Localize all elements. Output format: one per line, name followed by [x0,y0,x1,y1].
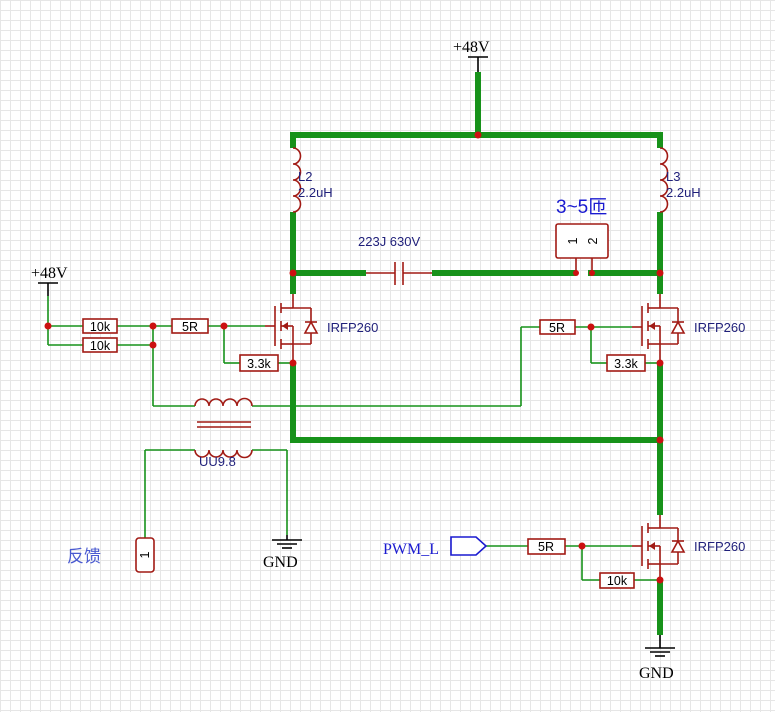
resistor-5r-left-label: 5R [182,320,198,334]
signal-wires [47,296,660,581]
gnd-bottom-symbol: GND [639,635,675,682]
resistor-3k3-right-label: 3.3k [614,357,638,371]
turns-pin-2: 2 [586,237,600,244]
resistor-5r-bottom: 5R [527,538,566,555]
turns-label: 3~5匝 [556,197,607,218]
mosfet-bottom: IRFP260 [632,515,745,578]
junction-dot [474,131,482,139]
inductor-l3: L3 2.2uH [659,147,701,213]
inductor-l3-value: 2.2uH [666,185,701,200]
junction-dot [289,359,297,367]
inductor-l2-ref: L2 [298,169,312,184]
capacitor: 223J 630V [358,234,432,285]
pwm-label: PWM_L [383,541,439,558]
junction-dot [589,270,595,276]
feedback-connector: 反馈 1 [67,537,155,573]
resistor-5r-right-label: 5R [549,321,565,335]
vcc-left-symbol: +48V [31,265,68,296]
junction-dot [587,323,595,331]
resistor-5r-bottom-label: 5R [538,540,554,554]
pwm-port: PWM_L [383,536,488,558]
inductor-l2-value: 2.2uH [298,185,333,200]
inductor-l3-ref: L3 [666,169,680,184]
junction-dot [573,270,579,276]
resistor-3k3-right: 3.3k [606,354,646,372]
transformer: UU9.8 [194,397,253,469]
mosfet-bottom-label: IRFP260 [694,539,745,554]
resistor-10k-a-label: 10k [90,320,111,334]
gnd-bottom-label: GND [639,665,674,682]
gnd-mid-symbol: GND [263,535,302,571]
feedback-pin: 1 [138,551,152,558]
junction-dot [149,341,157,349]
junction-dot [289,269,297,277]
junction-dot [149,322,157,330]
resistor-10k-b-label: 10k [90,339,111,353]
mosfet-left-label: IRFP260 [327,320,378,335]
resistor-10k-bottom: 10k [599,572,635,589]
inductor-l2: L2 2.2uH [292,147,333,213]
turns-connector: 3~5匝 1 2 [555,197,609,273]
junction-dot [220,322,228,330]
junction-dot [656,269,664,277]
gnd-mid-label: GND [263,554,298,571]
mosfet-right-label: IRFP260 [694,320,745,335]
junction-dot [656,359,664,367]
junction-dot [656,576,664,584]
junction-dot [578,542,586,550]
resistor-5r-right: 5R [539,319,576,335]
capacitor-label: 223J 630V [358,234,420,249]
junction-dots [44,131,664,584]
turns-pin-1: 1 [566,237,580,244]
resistor-10k-b: 10k [82,337,118,353]
transformer-label: UU9.8 [199,454,236,469]
mosfet-right: IRFP260 [632,294,745,362]
junction-dot [656,436,664,444]
vcc-top-label: +48V [453,39,490,56]
vcc-top-symbol: +48V [453,39,490,72]
vcc-left-label: +48V [31,265,68,282]
resistor-3k3-left-label: 3.3k [247,357,271,371]
resistor-10k-a: 10k [82,318,118,334]
junction-dot [44,322,52,330]
feedback-label: 反馈 [67,547,101,566]
resistor-10k-bottom-label: 10k [607,574,628,588]
resistor-5r-left: 5R [171,318,209,334]
resistor-3k3-left: 3.3k [239,354,279,372]
mosfet-left: IRFP260 [265,294,378,362]
